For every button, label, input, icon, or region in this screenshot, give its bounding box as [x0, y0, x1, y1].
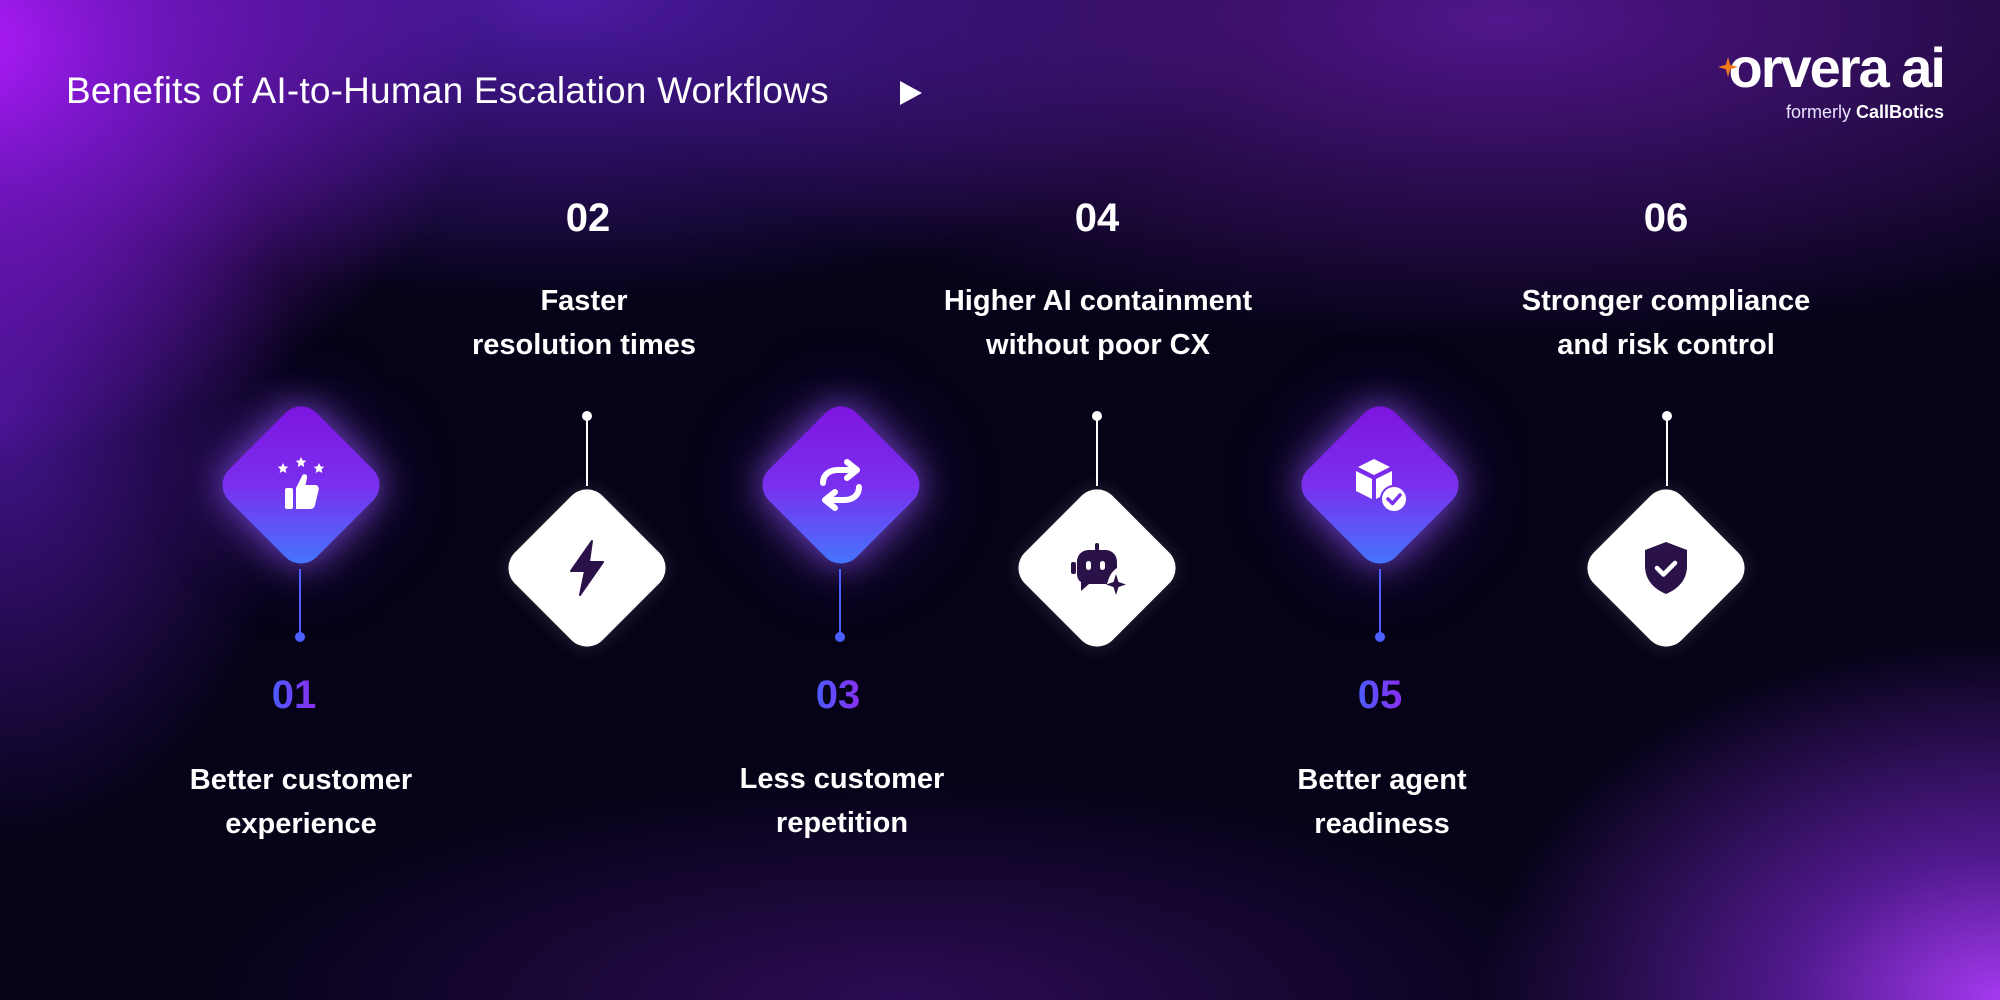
benefit-02-number: 02: [565, 196, 611, 240]
benefit-06-label-line2: and risk control: [1557, 329, 1775, 361]
boxes-check-icon: [1356, 459, 1406, 511]
benefit-04-label: Higher AI containment without poor CX: [944, 279, 1252, 367]
benefit-03-label-line1: Less customer: [739, 763, 945, 795]
lightning-bolt-icon: [570, 540, 604, 596]
benefit-02-label-line2: resolution times: [472, 329, 696, 361]
logo-wordmark: orvera ai: [1728, 36, 1946, 99]
benefit-04-number: 04: [1074, 196, 1120, 240]
benefit-02-label: Faster resolution times: [472, 279, 696, 367]
benefit-05-label: Better agent readiness: [1297, 758, 1466, 846]
benefit-04-label-line2: without poor CX: [986, 329, 1210, 361]
benefit-02-label-line1: Faster: [540, 285, 628, 317]
benefit-06-connector: [1666, 416, 1668, 486]
spark-icon: [1717, 57, 1738, 77]
benefit-01-label-line2: experience: [225, 808, 377, 840]
benefit-01-connector: [299, 569, 301, 633]
benefit-03-label-line2: repetition: [775, 807, 909, 839]
benefit-06-label: Stronger compliance and risk control: [1522, 279, 1810, 367]
thumbs-up-stars-icon: [277, 457, 325, 509]
logo-subtitle: formerly CallBotics: [1729, 102, 1944, 123]
benefit-03-connector: [839, 569, 841, 633]
shield-check-icon: [1645, 542, 1687, 594]
benefit-05-label-line2: readiness: [1314, 808, 1450, 840]
refresh-arrows-icon: [820, 459, 862, 511]
benefit-05-number: 05: [1357, 673, 1403, 717]
robot-sparkle-icon: [1071, 543, 1126, 595]
benefit-01-number: 01: [271, 673, 317, 717]
benefit-05-connector-dot: [1375, 632, 1385, 642]
benefit-01-connector-dot: [295, 632, 305, 642]
play-triangle-icon: [900, 81, 922, 105]
benefit-01-label: Better customer experience: [190, 758, 412, 846]
brand-logo: orvera ai formerly CallBotics: [1717, 36, 1946, 123]
page-title: Benefits of AI-to-Human Escalation Workf…: [66, 70, 829, 111]
benefit-01-label-line1: Better customer: [189, 764, 413, 796]
benefit-06-label-line1: Stronger compliance: [1521, 285, 1811, 317]
benefit-03-label: Less customer repetition: [740, 757, 945, 845]
benefit-05-connector: [1379, 569, 1381, 633]
benefit-06-number: 06: [1643, 196, 1689, 240]
benefit-04-connector: [1096, 416, 1098, 486]
benefit-05-label-line1: Better agent: [1297, 764, 1467, 796]
logo-sub-brand: CallBotics: [1855, 102, 1944, 122]
benefit-04-label-line1: Higher AI containment: [943, 285, 1253, 317]
benefit-02-connector: [586, 416, 588, 486]
benefit-03-number: 03: [815, 673, 861, 717]
logo-sub-prefix: formerly: [1785, 102, 1856, 122]
benefit-03-connector-dot: [835, 632, 845, 642]
